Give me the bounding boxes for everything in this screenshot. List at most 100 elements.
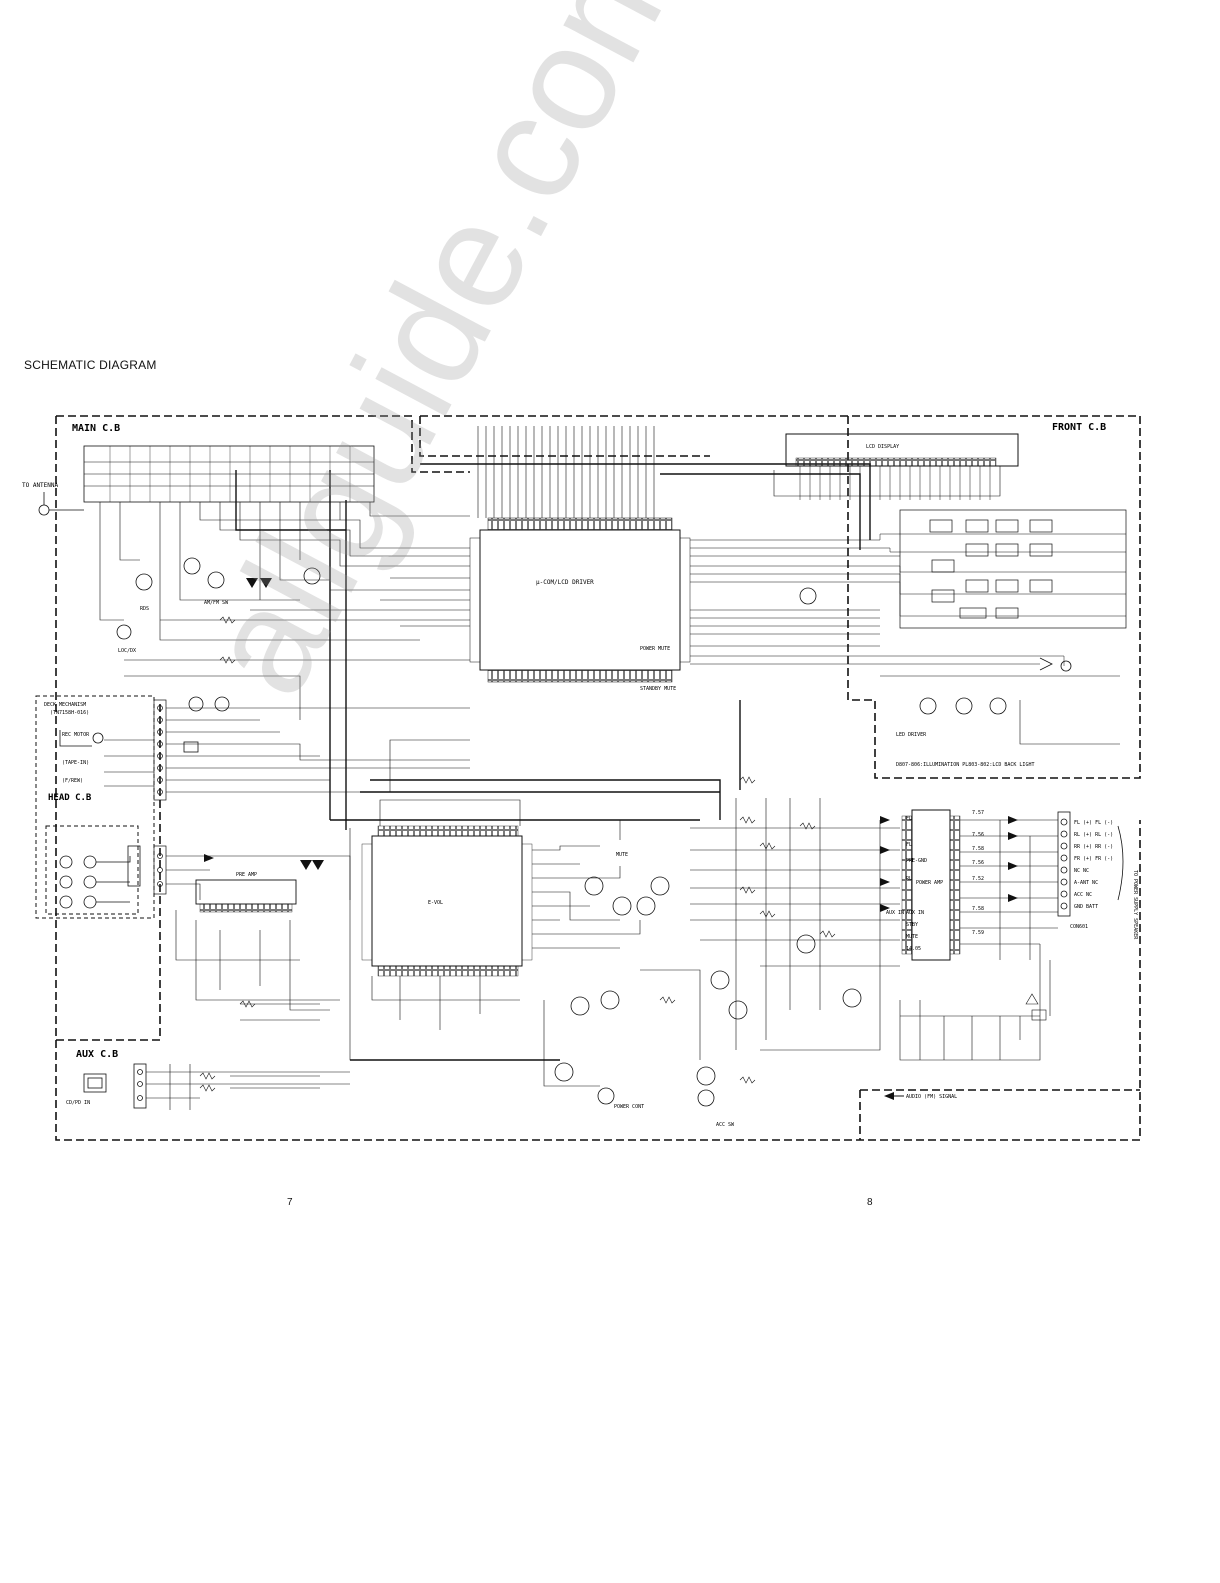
connector-pin-label: ACC NC: [1074, 892, 1092, 898]
page-number-left: 7: [287, 1197, 293, 1208]
mute-transistors: [554, 876, 862, 1107]
antenna-jack-icon: [38, 492, 84, 516]
pa-pin-label: FL: [906, 816, 912, 822]
connector-pin-label: RR (+) RR (-): [1074, 844, 1113, 850]
page-number-right: 8: [867, 1197, 873, 1208]
voltage-label: 14.05: [906, 946, 921, 952]
pa-pin-label: MUTE: [906, 934, 918, 940]
bus-lower: [330, 700, 741, 821]
deck-motor-icon: [59, 730, 104, 747]
e-vol-ic: [361, 825, 533, 977]
connector-pin-label: RL (+) RL (-): [1074, 832, 1113, 838]
aux-wires: [146, 1064, 350, 1110]
preamp-wires: [175, 828, 544, 1061]
connector-con601: [1057, 811, 1124, 917]
power-amp-output-wires: [899, 819, 1058, 1061]
rotary-encoder-icon: [1039, 657, 1072, 672]
ic-top-bus-heavy: [420, 463, 871, 550]
lcd-display-label: LCD DISPLAY: [866, 444, 899, 450]
pa-pin-label: STBY: [906, 922, 918, 928]
wires-main-top: [99, 502, 470, 720]
rds-label: RDS: [140, 606, 149, 612]
aux-board-label: AUX C.B: [76, 1049, 118, 1060]
connector-pin-label: GND BATT: [1074, 904, 1098, 910]
motor-transistors: [183, 696, 230, 753]
connector-pin-labels: FL (+) FL (-) RL (+) RL (-) RR (+) RR (-…: [1074, 820, 1113, 910]
lcd-display: [773, 433, 1019, 497]
loc-dx-label: LOC/DX: [118, 648, 136, 654]
wires-power-amp-inputs: [543, 798, 900, 1087]
lcd-pins: [799, 466, 991, 500]
deck-wires: [104, 707, 470, 900]
e-vol-wires: [371, 799, 641, 1030]
rec-motor-label: REC MOTOR: [62, 732, 90, 738]
power-amp-pin-labels: FL FL PRE-GND RL AUX IN STBY MUTE: [906, 816, 927, 940]
illumination-label: D807-806:ILLUMINATION PL803-802:LCD BACK…: [896, 762, 1034, 768]
deck-mechanism-label: DECK MECHANISM: [44, 702, 86, 708]
arrow-down-icon: [246, 578, 324, 870]
acc-sw-label: ACC SW: [716, 1122, 735, 1128]
tuner-module: [83, 445, 375, 503]
power-mute-label: POWER MUTE: [640, 646, 670, 652]
e-vol-label: E-VOL: [428, 900, 443, 906]
key-matrix-rows: [690, 533, 1126, 666]
voltage-label: 7.58: [972, 846, 984, 852]
voltage-label: 7.52: [972, 876, 984, 882]
voltage-label: 7.58: [972, 906, 984, 912]
pa-pin-label: AUX IN: [906, 910, 924, 916]
main-board-label: MAIN C.B: [72, 423, 120, 434]
aux-in-label: AUX IN: [886, 910, 904, 916]
key-matrix: [899, 509, 1127, 629]
audio-signal-label: AUDIO (FM) SIGNAL: [906, 1094, 957, 1100]
connector-pin-label: FR (+) FR (-): [1074, 856, 1113, 862]
head-board-label: HEAD C.B: [48, 793, 92, 803]
am-fm-sw-label: AM/FM SW: [204, 600, 229, 606]
main-board-outline: [56, 415, 470, 473]
head-coils: [59, 845, 141, 909]
deck-model-label: (TN7158H-016): [50, 710, 89, 716]
power-amp-voltages: 7.57 7.56 7.58 7.56 7.52 7.58 7.59 14.05: [906, 810, 984, 952]
mute-label: MUTE: [616, 852, 628, 858]
voltage-label: 7.59: [972, 930, 984, 936]
front-board-outline: [420, 415, 1141, 779]
pa-pin-label: FL: [906, 842, 912, 848]
power-amp-ic: [901, 809, 961, 961]
voltage-label: 7.56: [972, 860, 984, 866]
ic-top-bus: [477, 426, 655, 518]
board-outlines: [55, 415, 1141, 1141]
aux-jack: [83, 1063, 147, 1109]
fwd-rew-label: (F/REW): [62, 778, 83, 784]
connector-ref-label: CON601: [1070, 924, 1088, 930]
antenna-label: TO ANTENNA: [22, 482, 59, 489]
pa-pin-label: RL: [906, 876, 912, 882]
cd-pd-in-label: CD/PD IN: [66, 1100, 90, 1106]
pa-pin-label: PRE-GND: [906, 858, 927, 864]
power-supply-section: [900, 993, 1047, 1060]
front-board-label: FRONT C.B: [1052, 422, 1106, 433]
power-cont-label: POWER CONT: [614, 1104, 644, 1110]
resistor-symbols: [199, 616, 836, 1092]
power-supply-label: TO POWER SUPPLY SPEAKER: [1132, 870, 1138, 940]
connector-pin-label: A-ANT NC: [1074, 880, 1098, 886]
arrow-right-icons: [204, 816, 1018, 912]
connector-pin-label: NC NC: [1074, 868, 1089, 874]
led-driver-transistors: [799, 587, 1120, 745]
tape-in-label: (TAPE-IN): [62, 760, 89, 766]
voltage-label: 7.57: [972, 810, 984, 816]
preamp-ic: [195, 879, 297, 913]
page-title: SCHEMATIC DIAGRAM: [24, 358, 157, 372]
audio-signal-legend: [884, 1092, 904, 1100]
transistor-group-tuner: [116, 557, 321, 640]
microcomputer-ic: [469, 517, 691, 683]
led-driver-label: LED DRIVER: [896, 732, 927, 738]
microcomputer-label: µ-COM/LCD DRIVER: [536, 579, 594, 586]
deck-mechanism-box: [35, 695, 155, 919]
preamp-label: PRE AMP: [236, 872, 257, 878]
bus-main-vertical: [235, 470, 347, 830]
voltage-label: 7.56: [972, 832, 984, 838]
connector-cn402: [153, 699, 167, 895]
standby-mute-label: STANDBY MUTE: [640, 686, 676, 692]
connector-pin-label: FL (+) FL (-): [1074, 820, 1113, 826]
power-amp-label: POWER AMP: [916, 880, 943, 886]
